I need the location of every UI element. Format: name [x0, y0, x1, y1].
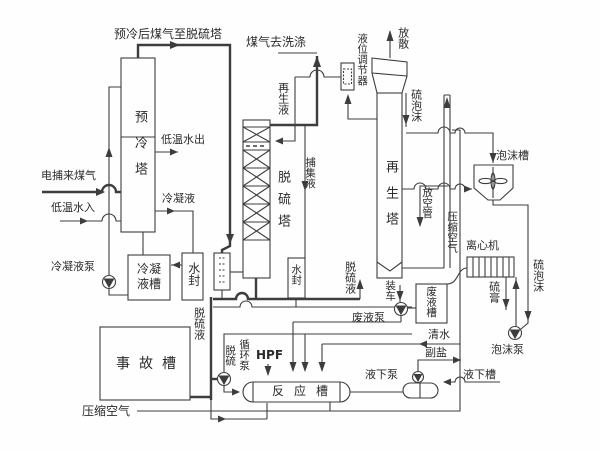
- accident-tank-shape: [99, 326, 191, 401]
- desulf-tower-shape: [242, 119, 271, 279]
- stream-label-by-salt: 副盐: [425, 346, 447, 359]
- by-salt-line: [417, 359, 461, 371]
- equipment-label-foam-tank: 泡沫槽: [496, 149, 529, 162]
- stream-label-sulfur-foam-right: 硫泡沫: [531, 259, 545, 292]
- waste-pump-icon: [393, 301, 409, 317]
- stream-label-vent: 放散: [396, 27, 410, 49]
- condensate-pump-riser: [108, 86, 121, 275]
- foamtank-out-line: [492, 200, 529, 330]
- equipment-label-centrifuge: 离心机: [466, 239, 499, 252]
- regen-tower-shape: [371, 57, 408, 279]
- level-regulator-shape: [340, 62, 355, 91]
- equipment-label-condensate-pump: 冷凝液泵: [51, 260, 95, 273]
- stream-label-loading: 装车: [384, 280, 397, 301]
- equipment-label-water-seal-mid: 水封: [290, 264, 303, 285]
- stream-label-comp-air-right: 压缩空气: [446, 211, 459, 253]
- equipment-label-regen-tower: 再生塔: [382, 160, 398, 238]
- equipment-label-accident-tank: 事故槽: [116, 356, 185, 372]
- foam-tank-shape: [473, 164, 514, 201]
- stream-label-vent-pipe: 放空管: [421, 187, 434, 219]
- junction-line-2: [213, 300, 412, 308]
- comp-air-main-line: [137, 129, 461, 412]
- vent-pipe-line: [419, 185, 448, 226]
- pump-suction-line: [108, 289, 128, 296]
- equipment-label-submerged-pump: 液下泵: [365, 368, 398, 381]
- equipment-label-condensate-tank-2: 液槽: [137, 277, 162, 291]
- centrifuge-to-waste-line: [446, 267, 468, 285]
- comp-air-pipe: [402, 94, 451, 269]
- stream-label-desulf-liquid-mid: 脱硫液: [343, 261, 357, 294]
- stream-label-gas-from-ep: 电捕来煤气: [41, 169, 96, 182]
- desulf-liquid-h: [213, 291, 360, 301]
- seal-pot-shape: [213, 252, 231, 291]
- regulator-feed-line: [347, 104, 377, 120]
- bottom-return-line: [210, 400, 268, 420]
- equipment-label-precool-tower: 预冷塔: [131, 110, 147, 188]
- gas-to-washing-line: [270, 56, 319, 127]
- centrifuge-shape: [466, 256, 515, 278]
- equipment-label-circ-pump-1: 脱硫: [224, 345, 237, 366]
- equipment-label-condensate-tank-1: 冷凝: [137, 262, 162, 276]
- stream-label-low-temp-water-out: 低温水出: [161, 133, 205, 146]
- low-temp-water-in-line: [60, 213, 121, 222]
- equipment-label-foam-pump: 泡沫泵: [491, 343, 524, 356]
- circ-pump-riser: [223, 333, 412, 372]
- stream-label-gas-to-washing: 煤气去洗涤: [246, 35, 307, 49]
- submerged-tank-shape: [402, 382, 439, 399]
- foam-to-tank-line: [406, 126, 494, 163]
- equipment-label-submerged-tank: 液下槽: [463, 368, 496, 381]
- equipment-label-waste-pump: 废液泵: [352, 311, 385, 324]
- waste-tank-shape: [415, 283, 448, 324]
- precooled-gas-line: [136, 43, 232, 253]
- circulation-pump-icon: [216, 371, 232, 387]
- submerged-tank-feed: [444, 376, 500, 383]
- equipment-label-level-regulator: 液位调节器: [356, 33, 369, 86]
- stream-label-condensate: 冷凝液: [162, 192, 195, 205]
- condensate-line: [155, 210, 194, 253]
- condensate-pump-icon: [101, 274, 117, 290]
- equipment-label-waste-tank: 废液槽: [425, 286, 438, 318]
- condensate-tank-shape: [127, 254, 171, 301]
- stream-label-regen-liquid: 再生液: [276, 82, 290, 115]
- stream-label-sulfur-paste: 硫膏: [487, 281, 501, 303]
- stream-label-low-temp-water-in: 低温水入: [51, 201, 95, 214]
- stream-label-desulf-liquid-left: 脱硫液: [192, 307, 206, 340]
- stream-label-clean-water: 清水: [428, 328, 450, 341]
- equipment-label-circ-pump-2: 循环泵: [238, 339, 251, 371]
- equipment-label-water-seal-left: 水封: [186, 262, 201, 286]
- stream-label-hpf: HPF: [256, 348, 284, 362]
- regen-liquid-line-v: [276, 77, 296, 142]
- stream-label-comp-air-bottom: 压缩空气: [82, 404, 131, 418]
- flow-arrows: [80, 30, 532, 423]
- stream-label-collect-liquid: 捕集液: [304, 157, 317, 189]
- stream-label-sulfur-foam-top: 硫泡沫: [409, 89, 423, 122]
- submerged-pump-icon: [411, 370, 425, 384]
- foam-pump-icon: [507, 325, 523, 341]
- equipment-label-desulf-tower: 脱硫塔: [274, 170, 290, 236]
- equipment-label-reaction-tank: 反应槽: [272, 384, 339, 398]
- stream-label-precooled-gas: 预冷后煤气至脱硫塔: [114, 27, 223, 41]
